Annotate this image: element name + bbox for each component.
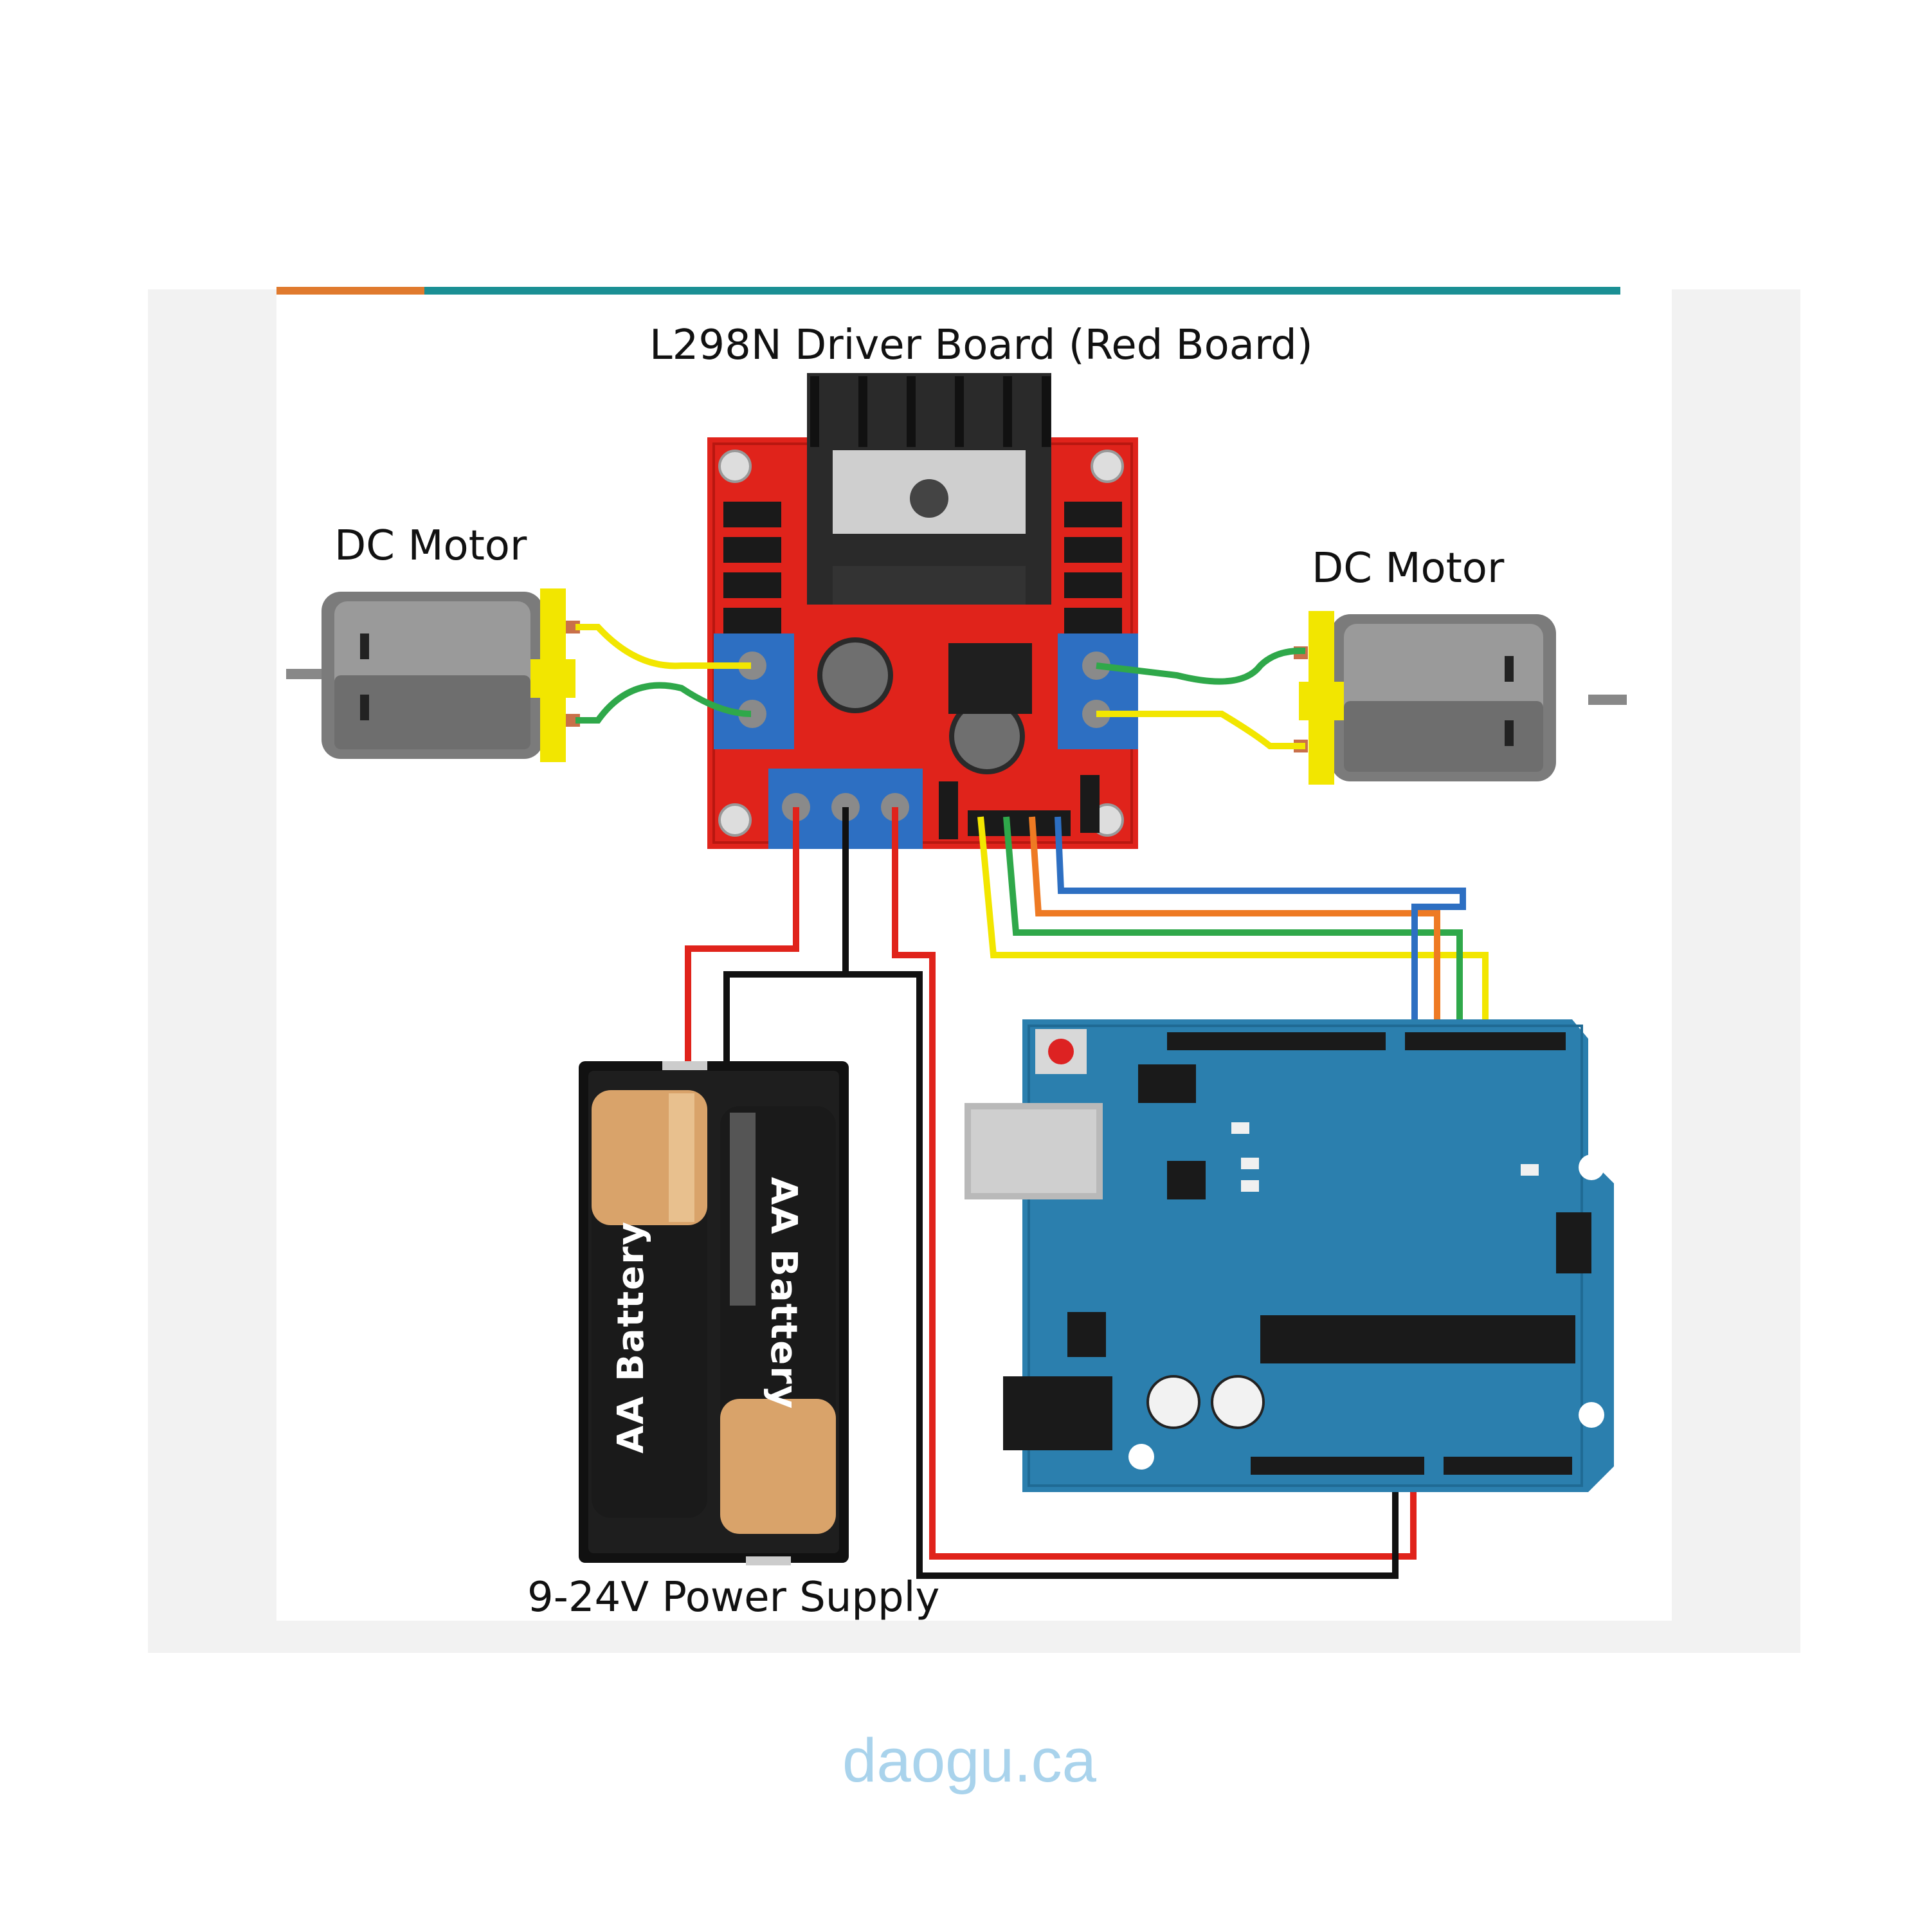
power-wire-red-1 bbox=[685, 807, 799, 1071]
battery-holder-icon bbox=[579, 1061, 849, 1565]
dc-motor-icon bbox=[286, 588, 580, 762]
signal-wire-orange bbox=[1029, 816, 1440, 1055]
motor-right-wire-yellow bbox=[1096, 711, 1305, 749]
watermark: daogu.ca bbox=[842, 1726, 1097, 1795]
power-supply-label: 9-24V Power Supply bbox=[527, 1574, 939, 1621]
accent-stripe-teal bbox=[424, 287, 1620, 295]
motor-left-label: DC Motor bbox=[334, 522, 527, 570]
l298n-board-icon bbox=[707, 373, 1138, 849]
accent-stripe-orange bbox=[276, 287, 424, 295]
motor-right-label: DC Motor bbox=[1312, 545, 1505, 592]
motor-left-wire-yellow bbox=[575, 624, 751, 670]
arduino-board-icon bbox=[964, 1019, 1614, 1492]
power-wire-red-2 bbox=[892, 807, 1417, 1560]
dc-motor-icon bbox=[1294, 611, 1627, 785]
battery-2-label: AA Battery bbox=[763, 1177, 804, 1410]
signal-wire-yellow bbox=[977, 816, 1489, 1055]
ground-wire-black bbox=[846, 971, 1399, 1579]
driver-board-label: L298N Driver Board (Red Board) bbox=[649, 322, 1313, 369]
motor-right-wire-green bbox=[1096, 647, 1306, 685]
motor-left-wire-green bbox=[575, 682, 752, 724]
signal-wire-blue bbox=[1055, 816, 1466, 1055]
signal-wire-green bbox=[1003, 816, 1463, 1055]
battery-1-label: AA Battery bbox=[610, 1221, 652, 1454]
power-wire-black bbox=[723, 807, 849, 1071]
